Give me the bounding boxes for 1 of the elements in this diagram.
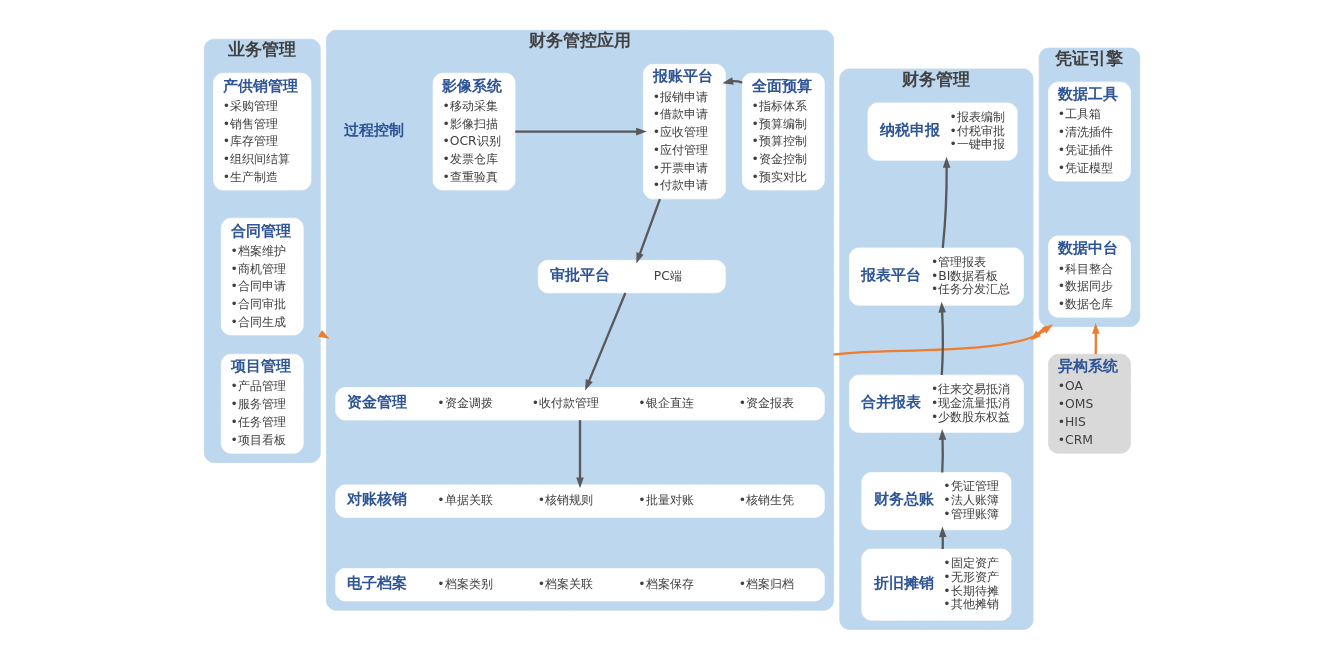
node-text: 过程控制 [344,120,405,139]
